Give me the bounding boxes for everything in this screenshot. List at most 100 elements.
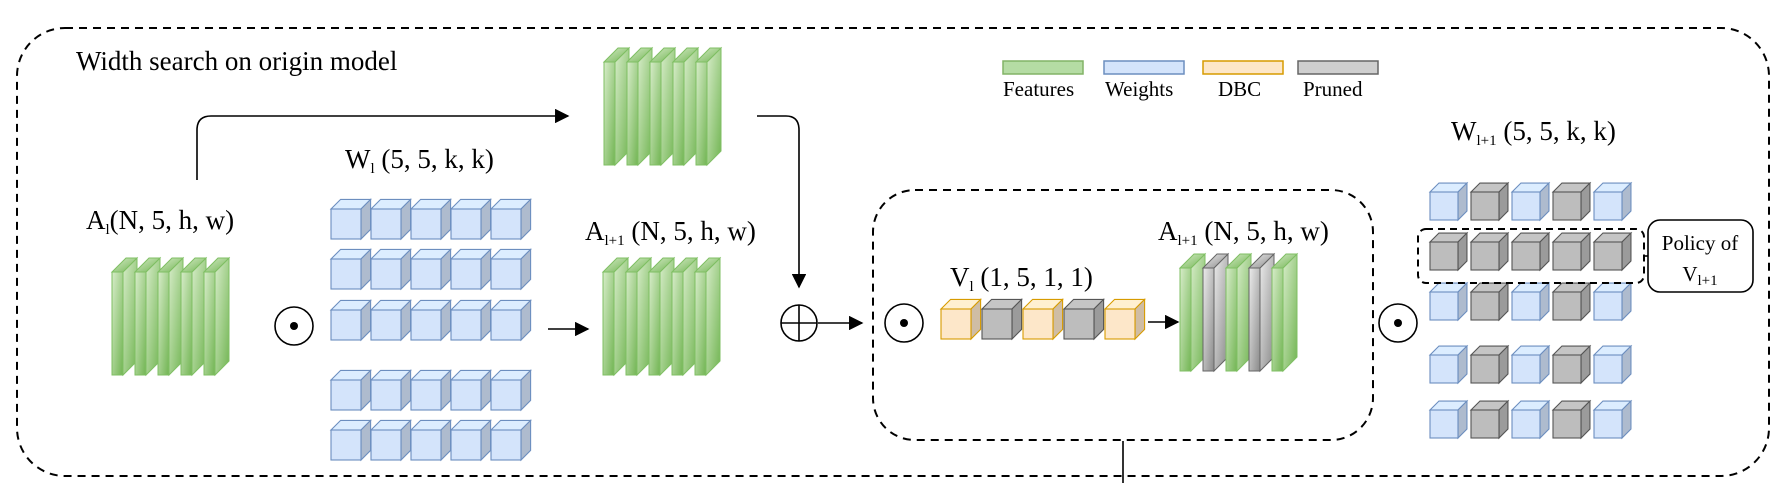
dbc-cube [1021,298,1064,341]
dbc-cube [939,298,982,341]
label-a-l: Al(N, 5, h, w) [86,205,234,238]
pruned-cube [1428,231,1469,272]
weight-cube [1510,281,1551,322]
vector-v-l [939,298,1146,341]
weight-cube [329,369,372,412]
feature-slab [202,256,231,377]
weight-cube [449,299,492,342]
feature-stack-a-l1 [601,256,722,377]
weight-cube [329,198,372,241]
weight-cube [1592,399,1633,440]
weight-cube [1428,344,1469,385]
policy-label-line1: Policy of [1662,231,1738,255]
feature-slab [110,256,139,377]
pruned-cube [1469,231,1510,272]
weight-cube [489,198,532,241]
weight-cube [489,248,532,291]
weight-cube [329,248,372,291]
feature-slab [624,256,653,377]
weight-cube [1510,344,1551,385]
weight-cube [369,419,412,462]
feature-slab [1178,252,1207,373]
feature-slab [625,46,654,167]
weight-cube [409,419,452,462]
legend: Features Weights DBC Pruned [1002,60,1379,101]
feature-slab [602,46,631,167]
pruned-cube [1551,231,1592,272]
legend-label-features: Features [1003,77,1074,101]
feature-slab [648,46,677,167]
weight-cube [1428,281,1469,322]
weight-cube [449,198,492,241]
pruned-cube [1551,344,1592,385]
feature-slab [671,46,700,167]
policy-box [1647,219,1754,293]
weight-cube [369,198,412,241]
weight-cube [489,419,532,462]
weight-cube [1592,344,1633,385]
feature-slab [601,256,630,377]
weight-cube [1428,399,1469,440]
feature-slab [693,256,722,377]
pruned-cube [980,298,1023,341]
legend-label-weights: Weights [1105,77,1173,101]
label-v-l: Vl (1, 5, 1, 1) [950,262,1093,295]
add-operator [780,304,818,342]
weight-cube [1510,181,1551,222]
weight-cube [409,198,452,241]
weight-cube [449,369,492,412]
feature-slab [179,256,208,377]
feature-stack-a-l1-pruned [1178,252,1299,373]
pruned-cube [1510,231,1551,272]
weight-cube [409,369,452,412]
shortcut-arrow [196,108,570,180]
weight-cube [1510,399,1551,440]
hadamard-operator-1 [274,306,314,346]
pruned-cube [1592,231,1633,272]
weight-cube [489,299,532,342]
weight-cube [449,419,492,462]
feature-slab [1270,252,1299,373]
weight-cube [409,299,452,342]
pruned-feature-slab [1247,252,1276,373]
feature-stack-a-l [110,256,231,377]
feature-stack-shortcut [602,46,723,167]
pruned-cube [1469,181,1510,222]
diagram-title: Width search on origin model [76,46,397,76]
outer-container [16,27,1770,477]
weight-cube [489,369,532,412]
feature-slab [647,256,676,377]
hadamard-operator-3 [1378,303,1418,343]
hadamard-operator-2 [884,303,924,343]
weight-cube [1592,181,1633,222]
weight-cube [329,299,372,342]
weight-cube [369,248,412,291]
inner-search-container [872,189,1374,441]
legend-swatch-weights [1103,60,1185,75]
weight-cube [1592,281,1633,322]
shortcut-down-arrow [757,115,807,289]
legend-label-pruned: Pruned [1303,77,1363,101]
label-a-l1-inner: Al+1 (N, 5, h, w) [1158,216,1329,249]
pruned-cube [1551,181,1592,222]
weight-cube [449,248,492,291]
pruned-cube [1551,399,1592,440]
weight-cube [409,248,452,291]
feature-slab [133,256,162,377]
weight-grid-w-l1 [1417,181,1648,440]
label-w-l1: Wl+1 (5, 5, k, k) [1451,116,1616,149]
weight-cube [369,369,412,412]
pruned-feature-slab [1201,252,1230,373]
feature-slab [694,46,723,167]
feature-slab [156,256,185,377]
legend-swatch-dbc [1202,60,1284,75]
dbc-cube [1103,298,1146,341]
pruned-cube [1469,399,1510,440]
pruned-cube [1551,281,1592,322]
pruned-cube [1469,344,1510,385]
legend-swatch-features [1002,60,1084,75]
weight-grid-w-l [329,198,532,462]
weight-cube [329,419,372,462]
weight-cube [1428,181,1469,222]
